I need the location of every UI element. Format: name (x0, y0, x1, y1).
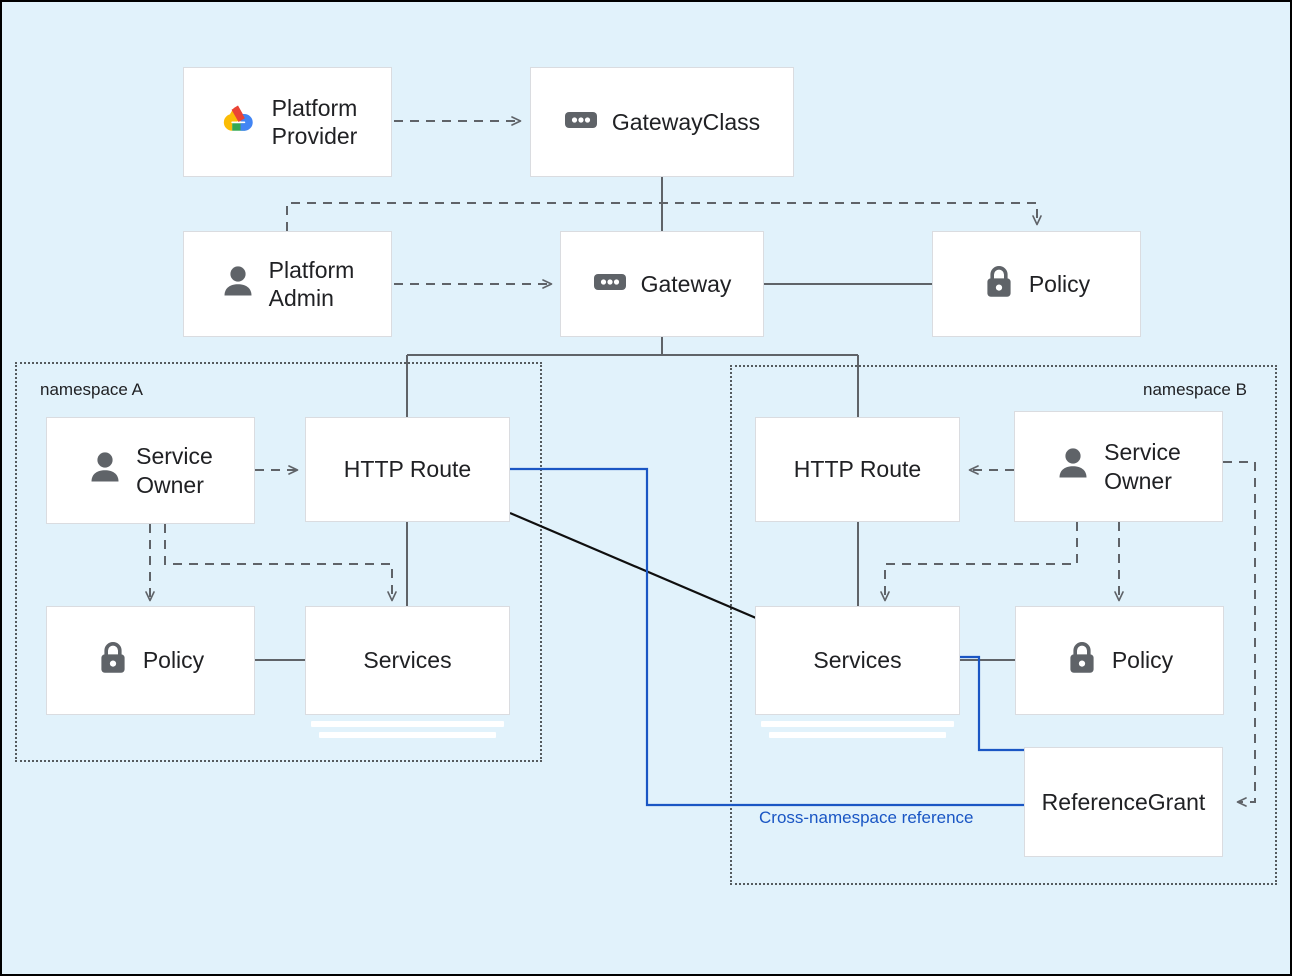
node-label: Platform Admin (268, 256, 355, 311)
node-platform-admin[interactable]: Platform Admin (183, 231, 392, 337)
edge-httproute-a-to-services-b (509, 511, 757, 620)
node-label: Services (813, 647, 902, 674)
node-label: Policy (1028, 270, 1091, 297)
lock-icon (983, 263, 1015, 306)
cross-namespace-reference-label: Cross-namespace reference (759, 808, 974, 827)
node-label: Service Owner (136, 443, 213, 498)
lock-icon (97, 639, 129, 682)
lock-icon (1066, 639, 1098, 682)
node-label: Service Owner (1104, 439, 1181, 494)
google-cloud-icon (218, 100, 258, 145)
services-a-stack-2 (319, 732, 496, 738)
gateway-icon (593, 270, 627, 299)
person-icon (221, 264, 255, 305)
node-label: GatewayClass (611, 108, 761, 135)
node-gateway[interactable]: Gateway (560, 231, 764, 337)
node-label: Platform Provider (271, 94, 358, 149)
node-services-b[interactable]: Services (755, 606, 960, 715)
person-icon (88, 450, 122, 491)
node-http-route-a[interactable]: HTTP Route (305, 417, 510, 522)
node-policy-a[interactable]: Policy (46, 606, 255, 715)
node-platform-provider[interactable]: Platform Provider (183, 67, 392, 177)
node-label: HTTP Route (793, 456, 922, 483)
services-a-stack-1 (311, 721, 504, 727)
node-label: Policy (142, 647, 205, 674)
node-label: ReferenceGrant (1041, 788, 1206, 815)
node-service-owner-b[interactable]: Service Owner (1014, 411, 1223, 522)
node-label: HTTP Route (343, 456, 472, 483)
services-b-stack-1 (761, 721, 954, 727)
gateway-class-icon (564, 108, 598, 137)
node-policy-top[interactable]: Policy (932, 231, 1141, 337)
node-policy-b[interactable]: Policy (1015, 606, 1224, 715)
namespace-a-label: namespace A (40, 380, 144, 399)
node-label: Services (363, 647, 452, 674)
namespace-b-label: namespace B (1143, 380, 1247, 399)
node-service-owner-a[interactable]: Service Owner (46, 417, 255, 524)
node-label: Gateway (640, 270, 732, 297)
node-services-a[interactable]: Services (305, 606, 510, 715)
node-reference-grant[interactable]: ReferenceGrant (1024, 747, 1223, 857)
person-icon (1056, 446, 1090, 487)
services-b-stack-2 (769, 732, 946, 738)
node-http-route-b[interactable]: HTTP Route (755, 417, 960, 522)
node-label: Policy (1111, 647, 1174, 674)
node-gateway-class[interactable]: GatewayClass (530, 67, 794, 177)
